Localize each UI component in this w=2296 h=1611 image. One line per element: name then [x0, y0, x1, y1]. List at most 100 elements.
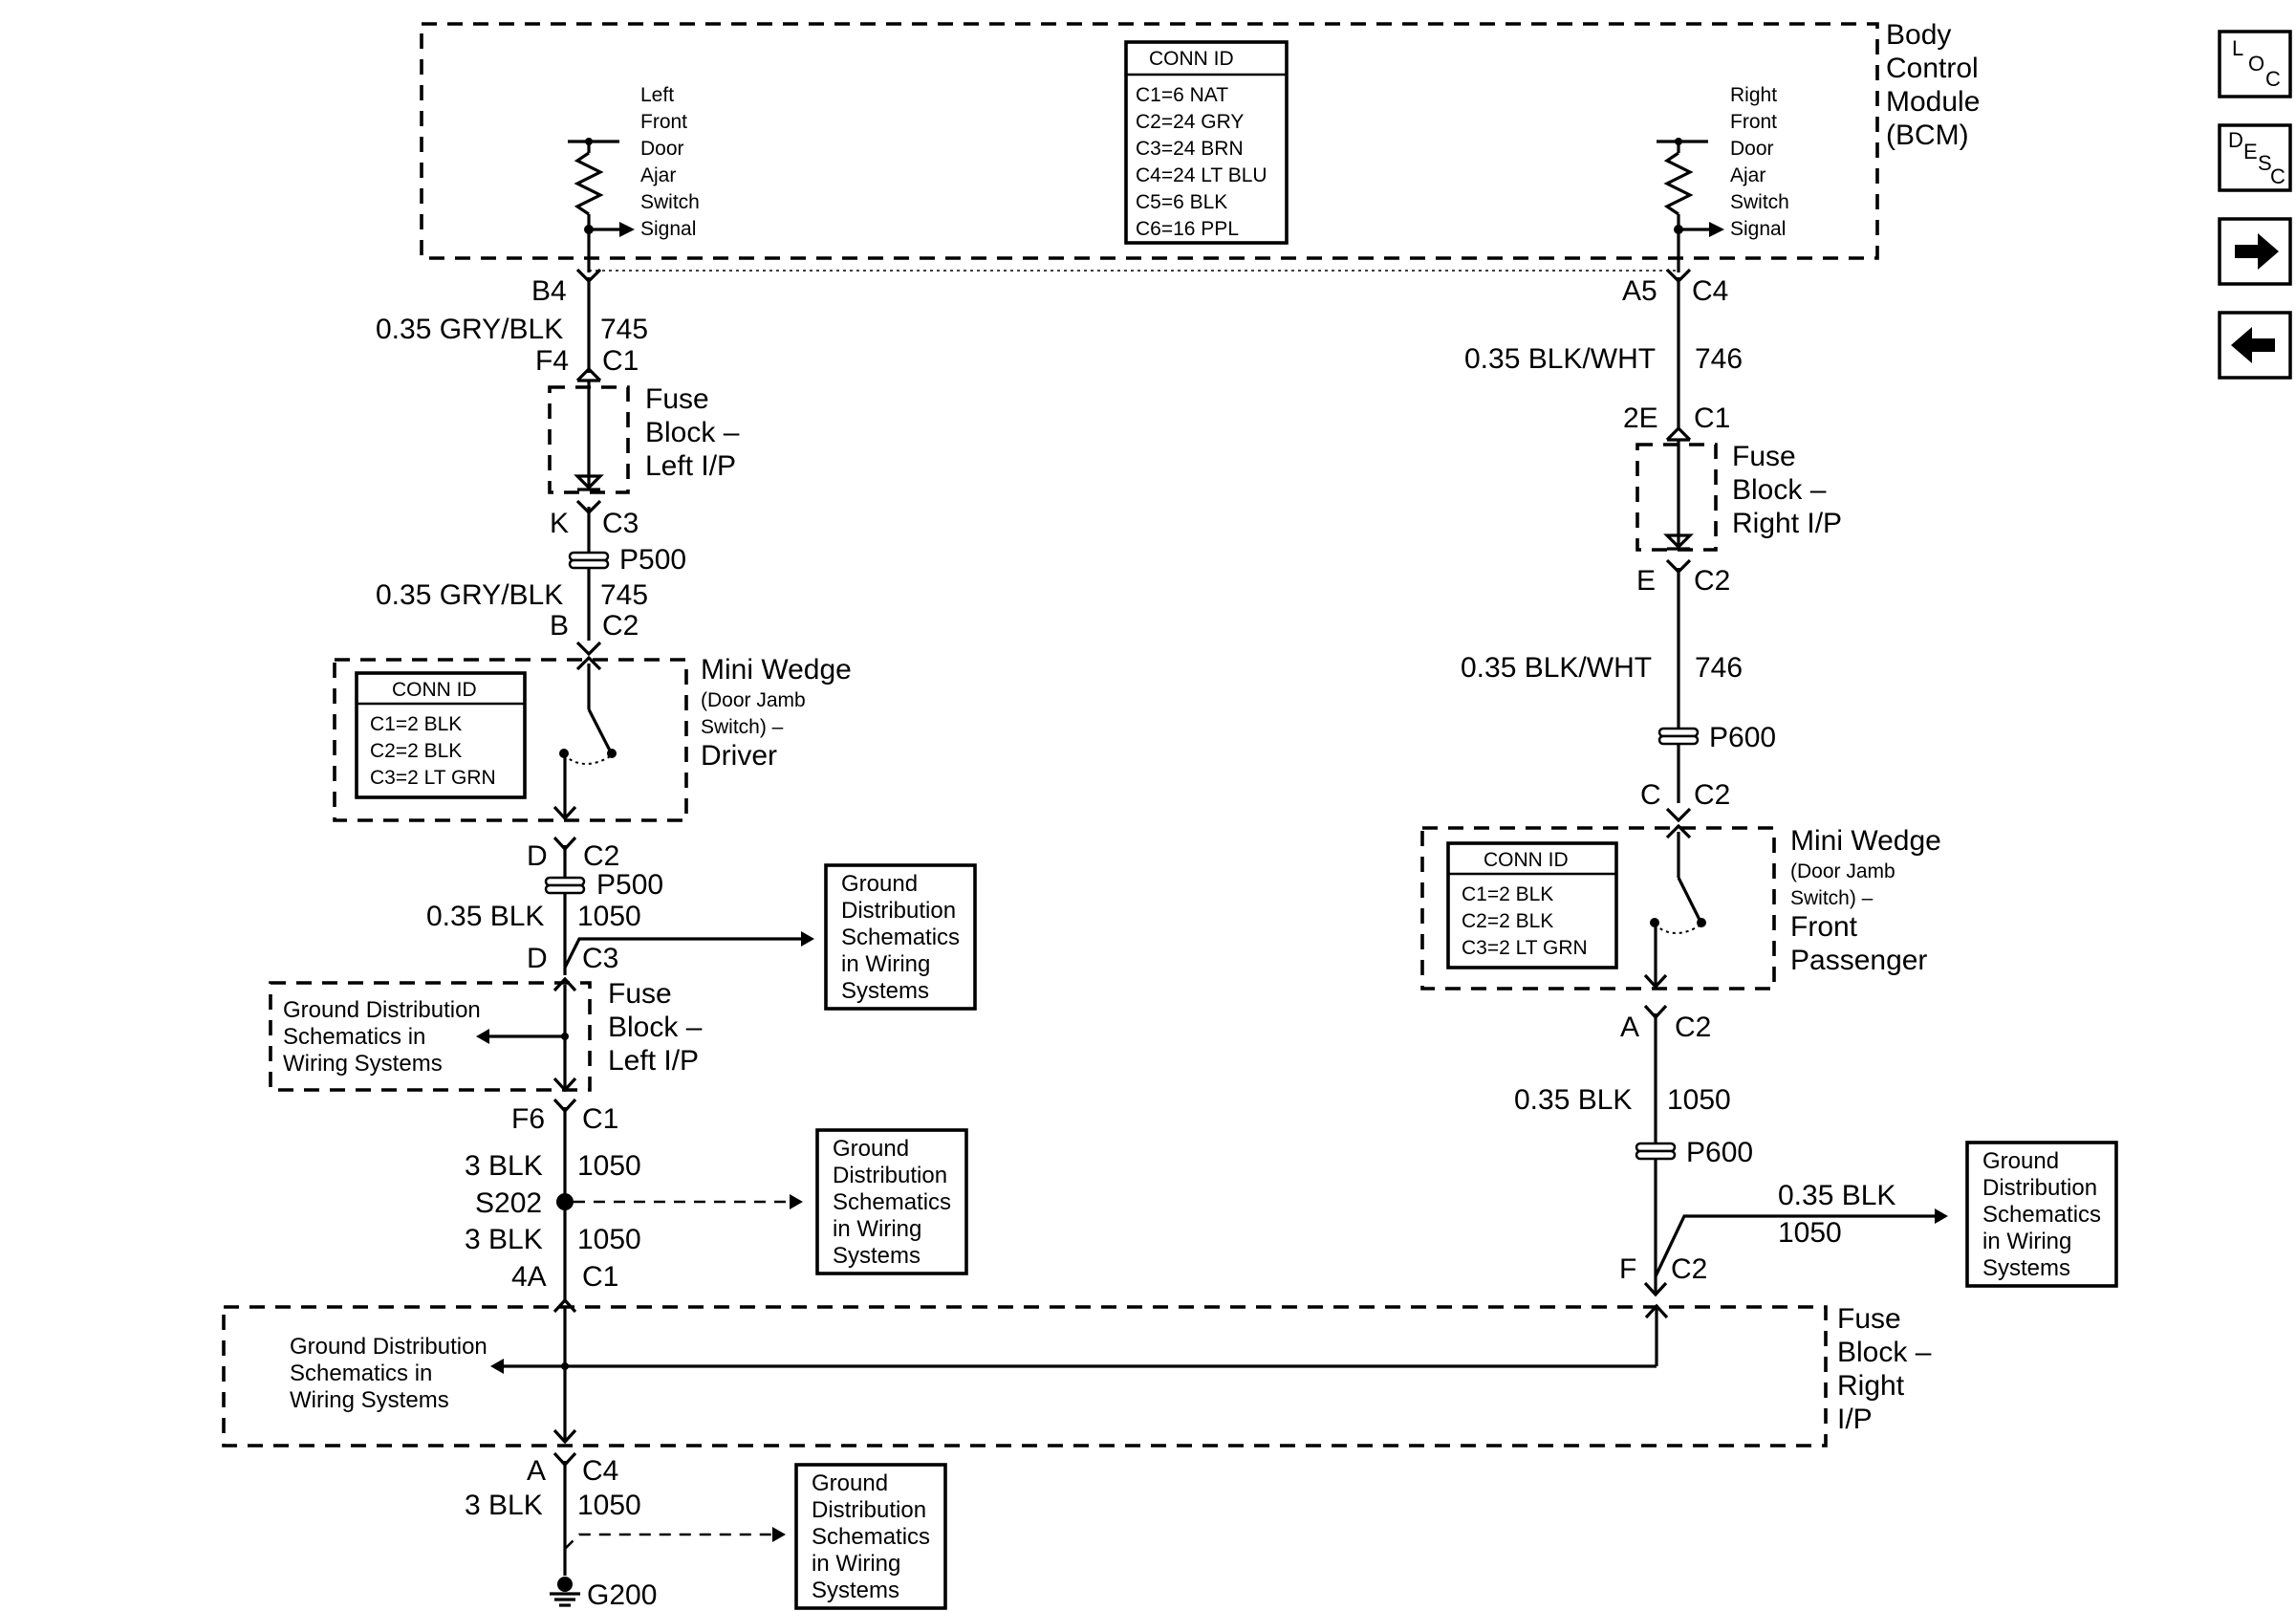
- loc-letter: L: [2232, 36, 2243, 60]
- next-button[interactable]: [2218, 217, 2292, 286]
- bcm-name-line-4: (BCM): [1886, 120, 1969, 151]
- circuit-number: 1050: [577, 901, 641, 932]
- ground-ref-text: Systems: [1982, 1255, 2070, 1281]
- pin-label: A: [1620, 1012, 1639, 1043]
- desc-letter: S: [2258, 151, 2272, 175]
- connector-label: C2: [1671, 1253, 1707, 1285]
- ground-ref-inline: Wiring Systems: [290, 1387, 449, 1413]
- wire-size-color: 0.35 BLK: [426, 901, 544, 932]
- pin-label: D: [527, 943, 548, 974]
- label-line: Front: [640, 111, 687, 133]
- fuse-block-label: Block –: [608, 1012, 703, 1043]
- wire-size-color: 0.35 BLK/WHT: [1461, 652, 1652, 684]
- pin-label: 2E: [1623, 403, 1658, 434]
- loc-button[interactable]: L O C: [2218, 30, 2292, 98]
- wire-size-color: 3 BLK: [465, 1490, 543, 1521]
- fuse-block-label: Left I/P: [608, 1045, 699, 1077]
- bcm-conn-id-row: C6=16 PPL: [1136, 218, 1239, 240]
- bcm-conn-id-row: C1=6 NAT: [1136, 84, 1228, 106]
- label-line: Signal: [1730, 218, 1786, 240]
- connector-mark: [575, 641, 602, 657]
- ground-ref-text: in Wiring: [833, 1216, 921, 1242]
- fuse-block-label: Fuse: [1732, 441, 1796, 472]
- connector-label: C2: [602, 610, 639, 642]
- wire-size-color: 0.35 BLK/WHT: [1464, 343, 1656, 375]
- fuse-block-label: Block –: [1732, 474, 1827, 506]
- label-line: Door: [1730, 138, 1774, 160]
- label-line: Left: [640, 84, 674, 106]
- ground-ref-box-1[interactable]: Ground Distribution Schematics in Wiring…: [824, 863, 977, 1011]
- ground-ref-text: Schematics: [841, 925, 960, 950]
- mini-wedge-passenger-conn-id: CONN ID C1=2 BLK C2=2 BLK C3=2 LT GRN: [1446, 841, 1618, 969]
- connector-label: C2: [1675, 1012, 1711, 1043]
- left-door-ajar-label: Left Front Door Ajar Switch Signal: [640, 84, 700, 240]
- right-door-ajar-resistor: [1657, 138, 1724, 272]
- conn-id-title: CONN ID: [1484, 849, 1569, 871]
- pin-label: A: [527, 1455, 546, 1487]
- inline-connector-p600-2: [1635, 1142, 1677, 1161]
- connector-label: C2: [583, 840, 619, 872]
- ground-ref-text: Ground: [841, 871, 918, 897]
- conn-id-row: C2=2 BLK: [1462, 910, 1553, 932]
- label-line: Ajar: [1730, 164, 1765, 186]
- inline-connector-label: P600: [1709, 722, 1776, 753]
- ground-ref-box-2[interactable]: Ground Distribution Schematics in Wiring…: [815, 1128, 968, 1275]
- connector-label: C3: [602, 508, 639, 539]
- connector-label: C1: [1694, 403, 1730, 434]
- circuit-number: 1050: [577, 1150, 641, 1182]
- inline-connector-label: P500: [619, 544, 686, 576]
- ground-ref-text: Distribution: [1982, 1175, 2097, 1201]
- desc-letter: D: [2228, 128, 2243, 152]
- ground-ref-inline: Wiring Systems: [283, 1051, 443, 1077]
- connector-label: C1: [582, 1103, 618, 1135]
- label-line: Switch: [640, 191, 700, 213]
- conn-id-row: C1=2 BLK: [1462, 883, 1553, 905]
- ground-icon: [550, 1577, 580, 1607]
- bcm-conn-id-table: CONN ID C1=6 NAT C2=24 GRY C3=24 BRN C4=…: [1124, 40, 1289, 245]
- connector-mark: [1665, 807, 1692, 823]
- inline-connector-p500: [568, 551, 610, 570]
- connector-label: C1: [582, 1261, 618, 1293]
- ground-ref-text: Schematics: [812, 1524, 930, 1550]
- desc-letter: C: [2270, 164, 2285, 188]
- arrow-right-icon: [2235, 233, 2279, 270]
- mini-wedge-driver-outline: [333, 658, 688, 822]
- label-line: Front: [1730, 111, 1777, 133]
- mini-wedge-title: Mini Wedge: [701, 654, 852, 686]
- left-ground-run: A C4 3 BLK 1050 G200: [465, 1451, 786, 1611]
- left-door-ajar-resistor: [568, 138, 635, 272]
- ground-ref-box-3[interactable]: Ground Distribution Schematics in Wiring…: [1965, 1141, 2118, 1288]
- fuse-block-label: I/P: [1837, 1404, 1873, 1435]
- fuse-block-label: Right I/P: [1732, 508, 1842, 539]
- bcm-conn-id-title: CONN ID: [1149, 48, 1234, 70]
- wire-size-color: 3 BLK: [465, 1150, 543, 1182]
- prev-button[interactable]: [2218, 311, 2292, 380]
- label-line: Signal: [640, 218, 696, 240]
- ground-ref-inline: Schematics in: [290, 1361, 432, 1386]
- wire-size-color: 3 BLK: [465, 1224, 543, 1255]
- connector-label: C2: [1694, 565, 1730, 597]
- desc-button[interactable]: D E S C: [2218, 123, 2292, 192]
- mini-wedge-title: Mini Wedge: [1790, 825, 1941, 857]
- fuse-block-right-ip-outline: [1635, 443, 1718, 552]
- fuse-block-label: Block –: [645, 417, 740, 448]
- arrow-left-icon: [2231, 327, 2275, 363]
- ground-ref-inline: Schematics in: [283, 1024, 425, 1050]
- mini-wedge-sub: (Door Jamb: [1790, 860, 1895, 882]
- mini-wedge-driver-conn-id: CONN ID C1=2 BLK C2=2 BLK C3=2 LT GRN: [355, 671, 527, 799]
- ground-ref-text: Schematics: [833, 1189, 951, 1215]
- pin-label: 4A: [511, 1261, 547, 1293]
- mini-wedge-name: Front: [1790, 911, 1858, 943]
- conn-id-row: C2=2 BLK: [370, 740, 462, 762]
- mini-wedge-sub: Switch) –: [701, 716, 784, 738]
- bcm-name-line-1: Body: [1886, 19, 1951, 51]
- splice-s202-dot: [556, 1193, 574, 1210]
- ground-ref-box-4[interactable]: Ground Distribution Schematics in Wiring…: [794, 1463, 947, 1610]
- fuse-block-right-ip-bottom: Ground Distribution Schematics in Wiring…: [222, 1303, 1932, 1448]
- circuit-number: 1050: [577, 1224, 641, 1255]
- mini-wedge-name: Passenger: [1790, 945, 1927, 976]
- connector-label: C1: [602, 345, 639, 377]
- label-line: Door: [640, 138, 684, 160]
- bcm-name-line-2: Control: [1886, 53, 1979, 84]
